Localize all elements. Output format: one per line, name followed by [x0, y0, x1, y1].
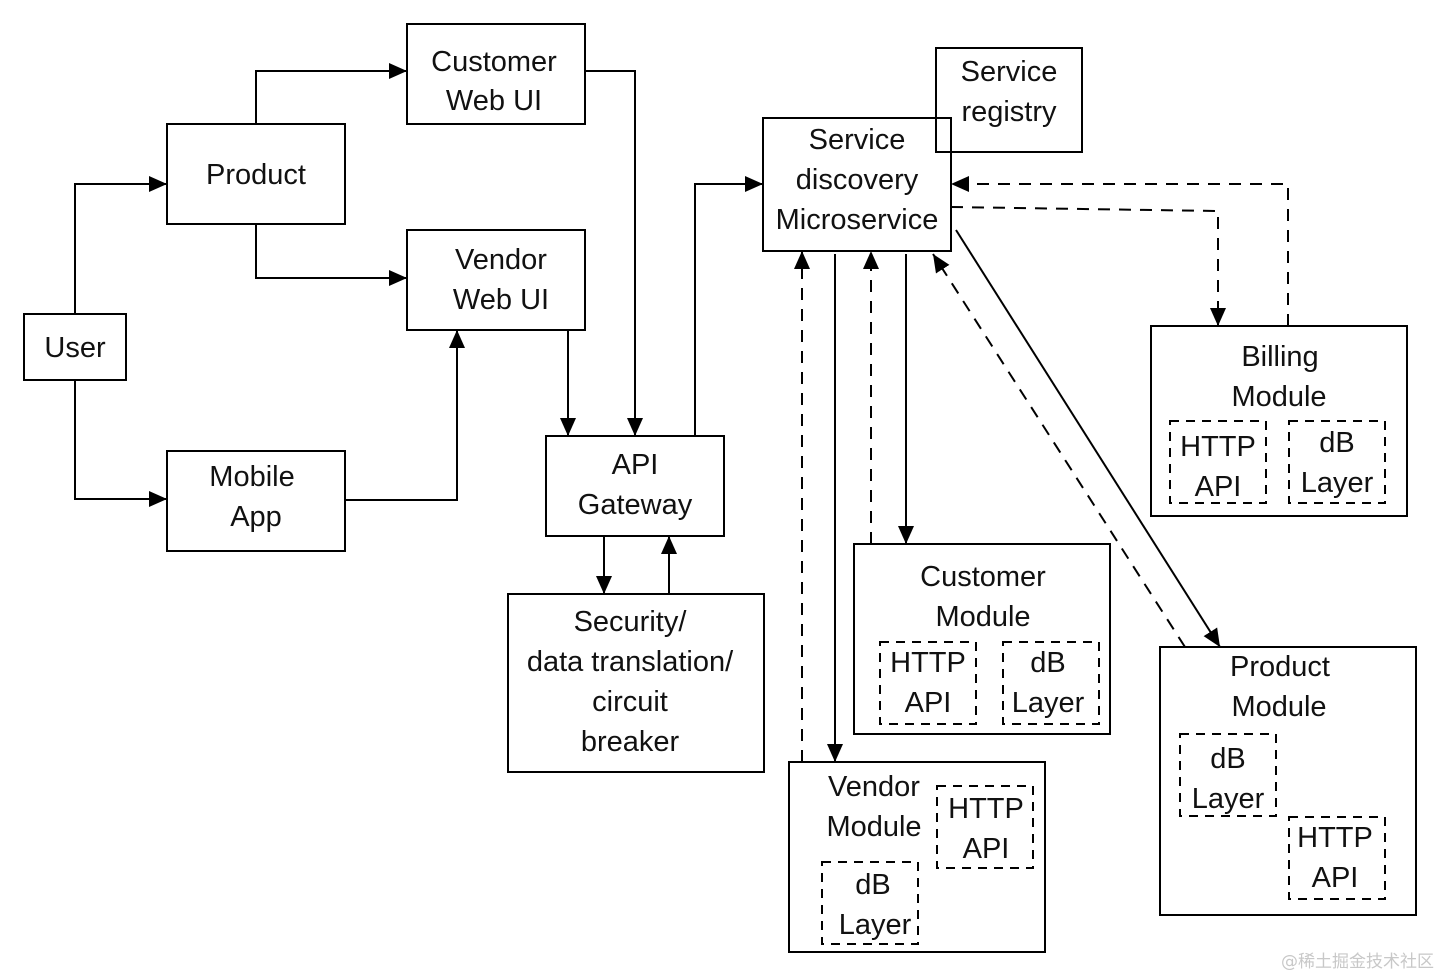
service-registry-node: Service registry	[935, 47, 1083, 153]
customer-module-label-line1: Customer	[920, 561, 1046, 593]
mobile-app-label-line2: App	[230, 501, 282, 533]
service-registry-label-line2: registry	[961, 96, 1057, 128]
vendor-module-label-line2: Module	[826, 811, 921, 843]
arrow-product-to-vendor-web-ui	[255, 224, 407, 286]
api-gateway-label-line1: API	[612, 449, 659, 481]
arrow-product-to-customer-web-ui	[255, 63, 407, 124]
arrow-discovery-to-product-module	[955, 229, 1221, 648]
customer-module-node: Customer Module HTTP API dB Layer	[853, 543, 1111, 735]
vendor-web-ui-label-line2: Web UI	[453, 284, 549, 316]
arrow-billing-module-to-discovery	[951, 176, 1289, 326]
vendor-http-api-box	[936, 785, 1034, 869]
product-module-label-line2: Module	[1231, 691, 1326, 723]
product-module-node: Product Module dB Layer HTTP API	[1159, 646, 1417, 916]
service-registry-label-line1: Service	[961, 56, 1058, 88]
customer-http-label: HTTP	[890, 647, 966, 679]
billing-module-label-line2: Module	[1231, 381, 1326, 413]
product-layer-label: Layer	[1192, 783, 1265, 815]
security-label-line2: data translation/	[527, 646, 734, 678]
customer-web-ui-node: Customer Web UI	[406, 23, 586, 125]
security-label-line1: Security/	[574, 606, 688, 638]
vendor-web-ui-node: Vendor Web UI	[406, 229, 586, 331]
service-discovery-label-line2: discovery	[796, 164, 919, 196]
billing-http-label: HTTP	[1180, 431, 1256, 463]
vendor-layer-label: Layer	[839, 909, 912, 941]
vendor-api-label: API	[963, 833, 1010, 865]
arrow-user-to-mobile-app	[74, 380, 167, 507]
vendor-db-layer-box	[821, 861, 919, 945]
user-label: User	[44, 332, 106, 364]
mobile-app-node: Mobile App	[166, 450, 346, 552]
customer-db-label: dB	[1030, 647, 1065, 679]
product-db-label: dB	[1210, 743, 1245, 775]
arrow-product-module-to-discovery	[932, 253, 1186, 648]
customer-http-api-box	[879, 641, 977, 725]
billing-module-label-line1: Billing	[1241, 341, 1318, 373]
billing-db-layer-box	[1288, 420, 1386, 504]
vendor-db-label: dB	[855, 869, 890, 901]
customer-web-ui-label-line2: Web UI	[446, 85, 542, 117]
product-db-layer-box	[1179, 733, 1277, 817]
api-gateway-label-line2: Gateway	[578, 489, 693, 521]
watermark: @稀土掘金技术社区	[1281, 952, 1434, 972]
vendor-module-label-line1: Vendor	[828, 771, 920, 803]
customer-api-label: API	[905, 687, 952, 719]
api-gateway-node: API Gateway	[545, 435, 725, 537]
service-discovery-label-line3: Microservice	[776, 204, 939, 236]
arrow-user-to-product	[74, 176, 167, 314]
product-http-api-box	[1288, 816, 1386, 900]
product-node: Product	[166, 123, 346, 225]
billing-http-api-box	[1169, 420, 1267, 504]
mobile-app-label-line1: Mobile	[209, 461, 294, 493]
product-api-label: API	[1312, 862, 1359, 894]
billing-api-label: API	[1195, 471, 1242, 503]
security-label-line3: circuit	[592, 686, 668, 718]
arrow-gateway-to-service-discovery	[694, 176, 763, 436]
security-node: Security/ data translation/ circuit brea…	[507, 593, 765, 773]
vendor-web-ui-label-line1: Vendor	[455, 244, 547, 276]
service-discovery-label-line1: Service	[809, 124, 906, 156]
billing-module-node: Billing Module HTTP API dB Layer	[1150, 325, 1408, 517]
security-label-line4: breaker	[581, 726, 680, 758]
customer-layer-label: Layer	[1012, 687, 1085, 719]
arrow-mobile-app-to-vendor-web-ui	[345, 330, 465, 501]
customer-module-label-line2: Module	[935, 601, 1030, 633]
user-node: User	[23, 313, 127, 381]
connectors	[74, 63, 1289, 762]
service-discovery-node: Service discovery Microservice	[762, 117, 952, 252]
customer-web-ui-label-line1: Customer	[431, 46, 557, 78]
vendor-module-node: Vendor Module HTTP API dB Layer	[788, 761, 1046, 953]
product-label: Product	[206, 159, 306, 191]
vendor-http-label: HTTP	[948, 793, 1024, 825]
billing-db-label: dB	[1319, 427, 1354, 459]
product-http-label: HTTP	[1297, 822, 1373, 854]
arrow-discovery-to-billing-module	[950, 206, 1226, 326]
customer-db-layer-box	[1002, 641, 1100, 725]
billing-layer-label: Layer	[1301, 467, 1374, 499]
product-module-label-line1: Product	[1230, 651, 1330, 683]
arrow-customer-web-ui-to-gateway	[585, 70, 643, 436]
